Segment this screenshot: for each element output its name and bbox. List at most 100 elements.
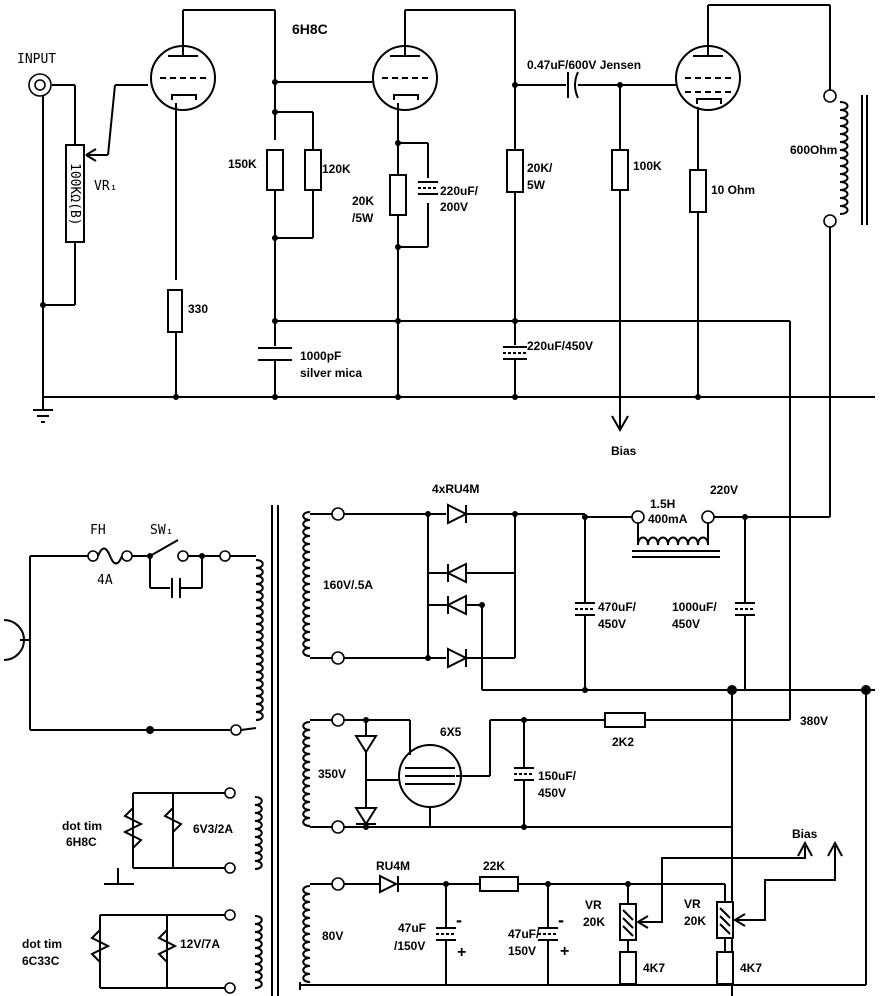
r-4k7-b-label: 4K7 (740, 961, 762, 975)
heater1-tube-label: 6H8C (66, 835, 97, 849)
xfmr-600ohm-label: 600Ohm (790, 143, 837, 157)
c-1000uf-label: 1000uF/ (672, 600, 717, 614)
heater2-tube-label: 6C33C (22, 954, 60, 968)
r-120k-label: 120K (322, 162, 351, 176)
r-150k-label: 150K (228, 157, 257, 171)
bias-rail (518, 881, 726, 902)
diode-ru4m-label: RU4M (376, 859, 410, 873)
c-47uf-a-minus: - (456, 910, 462, 930)
rectifier-6x5-label: 6X5 (440, 725, 462, 739)
choke-400ma-label: 400mA (648, 512, 688, 526)
heater-6v3-winding (104, 787, 263, 885)
mains-transformer-primary (230, 505, 279, 996)
output-transformer (823, 89, 868, 517)
r-2k2-label: 2K2 (612, 735, 634, 749)
fuse-value-label: 4A (97, 573, 113, 588)
heater1-voltage-label: 6V3/2A (193, 822, 233, 836)
heater-12v-winding (90, 909, 263, 994)
capacitor-1000uf (735, 517, 755, 690)
resistor-150k (266, 149, 284, 191)
vr1-label: VR₁ (94, 179, 117, 194)
c-47uf-b-plus: + (560, 943, 569, 960)
b-plus-line (275, 318, 791, 720)
resistor-2k2 (604, 712, 646, 728)
r-10ohm-label: 10 Ohm (711, 183, 755, 197)
r-22k-label: 22K (483, 859, 505, 873)
bias-pot-b (716, 840, 843, 985)
c-150uf-v-label: 450V (538, 786, 566, 800)
power-switch (132, 539, 231, 598)
bias-bottom-label: Bias (792, 827, 818, 841)
secondary-80v (299, 877, 866, 990)
c-47uf-b-label: 47uF/ (508, 927, 540, 941)
c-1000uf-v-label: 450V (672, 617, 700, 631)
resistor-20k-5w-cathode (389, 174, 407, 216)
input-jack (28, 73, 52, 97)
c-220uf-450v-label: 220uF/450V (527, 339, 593, 353)
v380-label: 380V (800, 714, 828, 728)
bias-top-label: Bias (611, 444, 637, 458)
tube-6h8c-second (275, 9, 516, 397)
switch-label: SW₁ (150, 523, 173, 538)
c-200v-label: 200V (440, 200, 468, 214)
c-47uf-a-plus: + (457, 944, 466, 961)
vr1-wiper-arrow (85, 84, 148, 162)
sec-350v-label: 350V (318, 767, 346, 781)
volume-pot-vr1 (65, 144, 85, 243)
vr-a-value-label: 20K (583, 915, 605, 929)
rectifier-6x5 (354, 717, 732, 830)
sec-80v-label: 80V (322, 929, 343, 943)
capacitor-150uf (514, 720, 534, 827)
c-47uf-b-minus: - (558, 910, 564, 930)
ground-symbol (33, 397, 53, 423)
heater1-dot-label: dot tim (62, 819, 102, 833)
c-silver-mica-label: silver mica (300, 366, 362, 380)
c-150uf-label: 150uF/ (538, 769, 577, 783)
vr-b-label: VR (684, 897, 701, 911)
filter-choke (582, 510, 830, 558)
capacitor-47uf-b (538, 884, 558, 985)
cathode2-bypass (395, 140, 429, 250)
r-20k-plate-label: 20K/ (527, 161, 553, 175)
resistor-10-ohm (689, 169, 707, 213)
ground-bus (43, 394, 875, 400)
input-label: INPUT (17, 52, 56, 67)
bias-arrow-top (611, 190, 629, 433)
bridge-rectifier (425, 503, 585, 690)
heater2-dot-label: dot tim (22, 937, 62, 951)
bridge-label: 4xRU4M (432, 482, 479, 496)
capacitor-1000pf (258, 347, 292, 397)
r-5w-cathode-label: /5W (352, 211, 374, 225)
c-coupling-label: 0.47uF/600V Jensen (527, 58, 641, 72)
r-100k-label: 100K (633, 159, 662, 173)
resistor-330 (167, 289, 183, 333)
coupling-capacitor (512, 71, 680, 99)
c-1000pf-label: 1000pF (300, 349, 341, 363)
capacitor-47uf-a (436, 884, 456, 985)
c-47uf-a-label: 47uF (398, 921, 426, 935)
capacitor-220uf-450v (503, 346, 527, 397)
r-5w-plate-label: 5W (527, 178, 546, 192)
fuse-4a (87, 547, 133, 565)
c-470uf-v-label: 450V (598, 617, 626, 631)
heater2-voltage-label: 12V/7A (180, 937, 220, 951)
r-20k-cathode-label: 20K (352, 194, 374, 208)
capacitor-470uf (575, 517, 595, 690)
psu-return-bus (482, 685, 875, 996)
tube-6h8c-label: 6H8C (292, 21, 328, 37)
vr1-value-label: 100KΩ(B) (67, 163, 82, 226)
vr-a-label: VR (585, 898, 602, 912)
r-330-label: 330 (188, 302, 208, 316)
capacitor-220uf-200v (418, 181, 438, 195)
c-47uf-b-v-label: 150V (508, 944, 536, 958)
output-tube (675, 4, 831, 170)
input-wiring (40, 84, 76, 397)
sec-160v-label: 160V/.5A (323, 578, 373, 592)
choke-1-5h-label: 1.5H (650, 497, 675, 511)
c-220uf-label: 220uF/ (440, 184, 479, 198)
c-470uf-label: 470uF/ (598, 600, 637, 614)
vr-b-value-label: 20K (684, 914, 706, 928)
resistor-22k (479, 876, 519, 892)
resistor-100k (611, 149, 629, 191)
r-4k7-a-label: 4K7 (643, 961, 665, 975)
